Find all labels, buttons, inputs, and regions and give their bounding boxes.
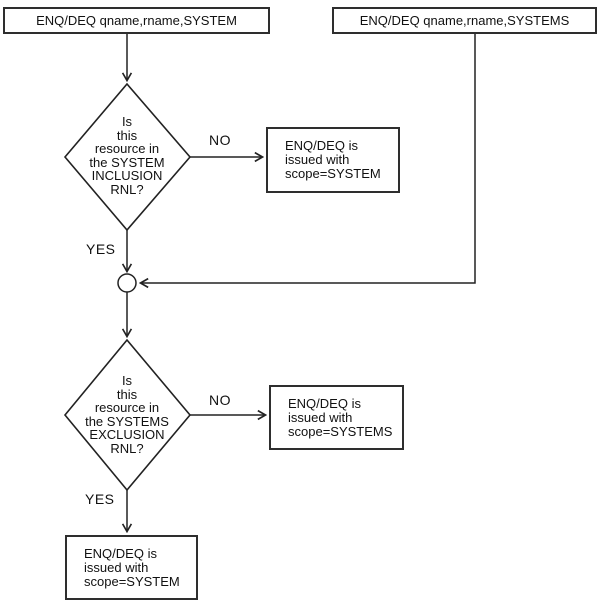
inclusion-diamond-question: Is this resource in the SYSTEM INCLUSION… [89,114,165,197]
exclusion-no-label: NO [209,392,231,408]
inclusion-yes-label: YES [86,241,116,257]
exclusion-yes-result-box: ENQ/DEQ is issued with scope=SYSTEM [65,535,198,600]
inclusion-no-label: NO [209,132,231,148]
inclusion-no-result-box: ENQ/DEQ is issued with scope=SYSTEM [266,127,400,193]
exclusion-yes-label: YES [85,491,115,507]
exclusion-no-result-box: ENQ/DEQ is issued with scope=SYSTEMS [269,385,404,450]
connector-group [63,34,476,531]
entry-systems-box: ENQ/DEQ qname,rname,SYSTEMS [332,7,597,34]
exclusion-diamond-question: Is this resource in the SYSTEMS EXCLUSIO… [85,373,169,456]
entry-system-box: ENQ/DEQ qname,rname,SYSTEM [3,7,270,34]
edge-entry-systems-to-junction [141,34,476,283]
junction-circle-shape [117,273,137,293]
